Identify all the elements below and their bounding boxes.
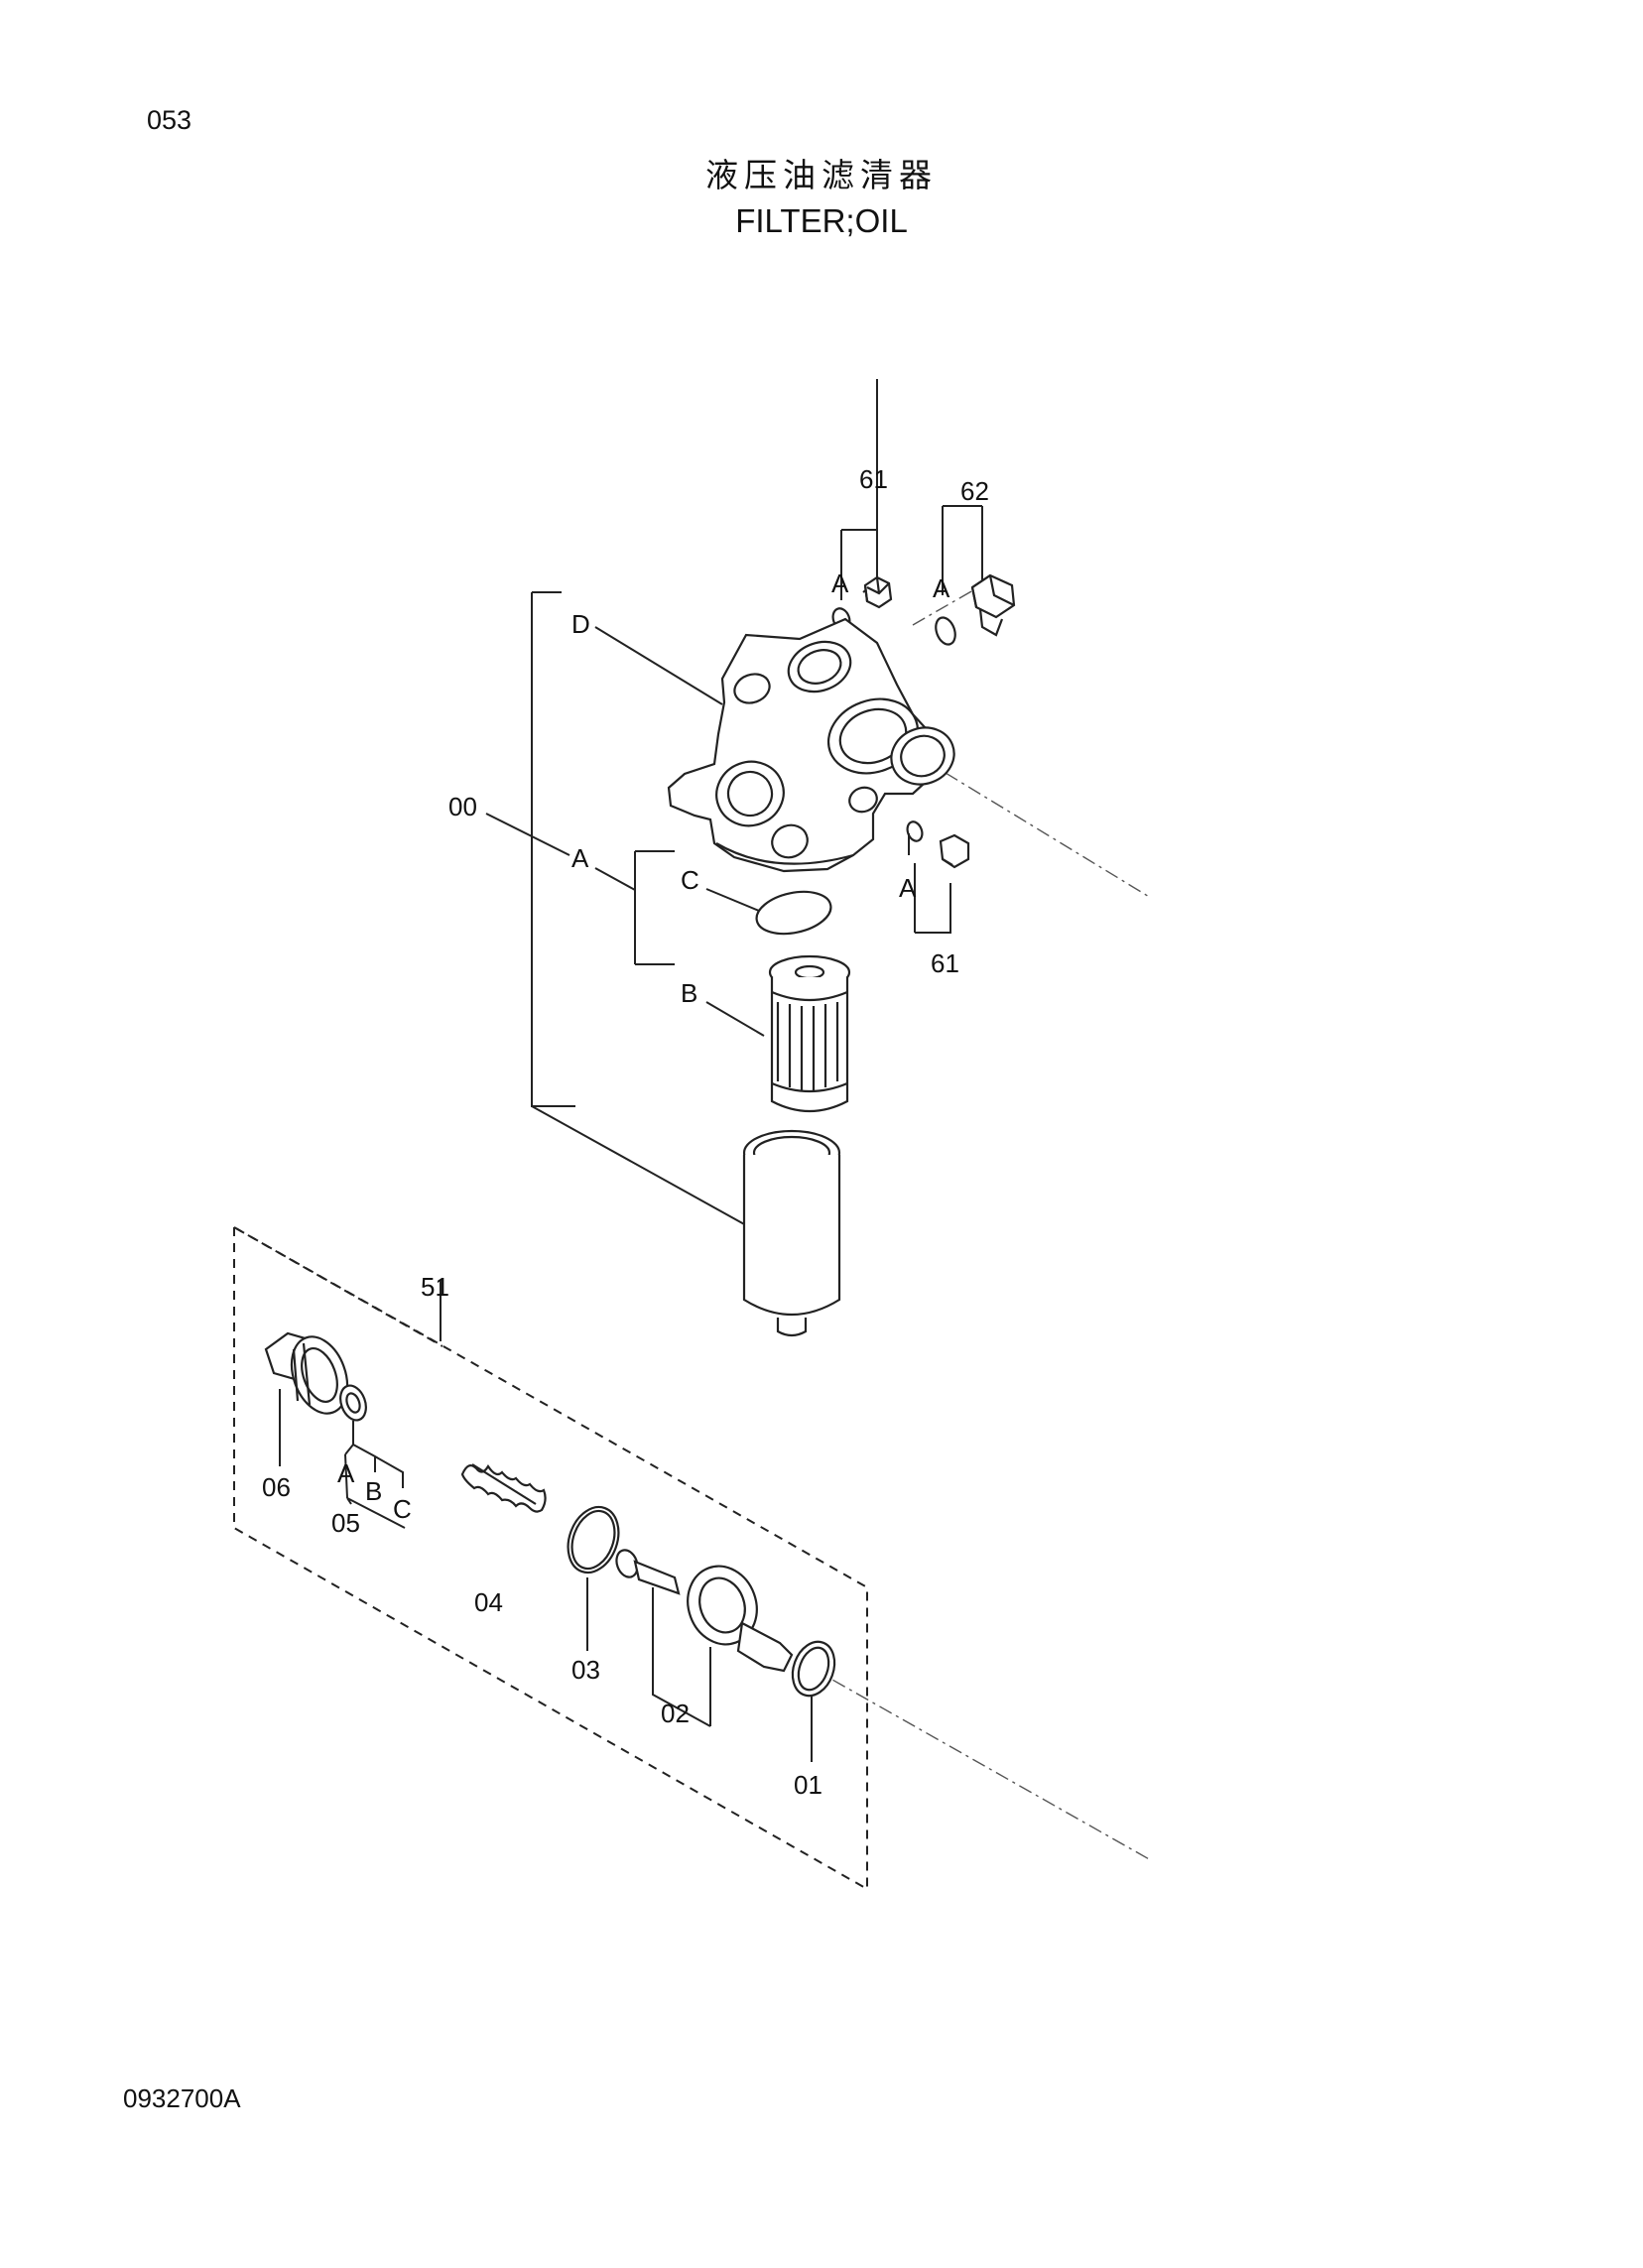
- upper-leader-lines: [485, 379, 983, 1226]
- filter-bowl: [742, 1129, 841, 1337]
- o-ring-c: [755, 890, 832, 936]
- callout-06: 06: [262, 1472, 291, 1502]
- callout-62: 62: [960, 476, 989, 506]
- callout-b-00: B: [681, 978, 697, 1008]
- callout-c-05: C: [393, 1494, 412, 1524]
- callout-02: 02: [661, 1699, 690, 1728]
- callout-00: 00: [448, 792, 477, 821]
- callout-05: 05: [331, 1508, 360, 1538]
- callout-a-00: A: [571, 843, 589, 873]
- callout-61-top: 61: [859, 464, 888, 494]
- o-ring-03: [567, 1505, 620, 1651]
- page-title-chinese: 液压油滤清器: [705, 156, 938, 194]
- ring-01: [791, 1640, 836, 1762]
- page-title-english: FILTER;OIL: [735, 202, 908, 239]
- callout-04: 04: [474, 1587, 503, 1617]
- document-code: 0932700A: [123, 2083, 241, 2113]
- callout-a-61-bottom: A: [899, 873, 917, 903]
- callout-51: 51: [421, 1272, 449, 1302]
- washer-05: [339, 1384, 406, 1529]
- filter-element-b: [768, 954, 851, 1113]
- callout-61-bottom: 61: [931, 948, 959, 978]
- filter-head: [667, 617, 955, 873]
- callout-c-00: C: [681, 865, 699, 895]
- plug-61-top: [831, 575, 893, 631]
- callout-a-62: A: [933, 573, 950, 603]
- page-number: 053: [147, 105, 192, 135]
- kit-51-box: [233, 1225, 868, 1891]
- callout-a-05: A: [337, 1458, 355, 1488]
- callout-03: 03: [571, 1655, 600, 1685]
- valve-02: [615, 1549, 794, 1727]
- plug-62: [935, 573, 1016, 646]
- spring-04: [460, 1463, 547, 1513]
- callout-01: 01: [794, 1770, 822, 1800]
- callout-labels: 61 62 A A D 00 A C B A 61 51 06 A B C 05…: [262, 464, 989, 1800]
- plug-61-bottom: [906, 820, 970, 869]
- cap-06: [264, 1331, 349, 1466]
- axis-lines: [809, 578, 1152, 1861]
- callout-b-05: B: [365, 1476, 382, 1506]
- callout-d: D: [571, 609, 590, 639]
- callout-a-61-top: A: [831, 568, 849, 598]
